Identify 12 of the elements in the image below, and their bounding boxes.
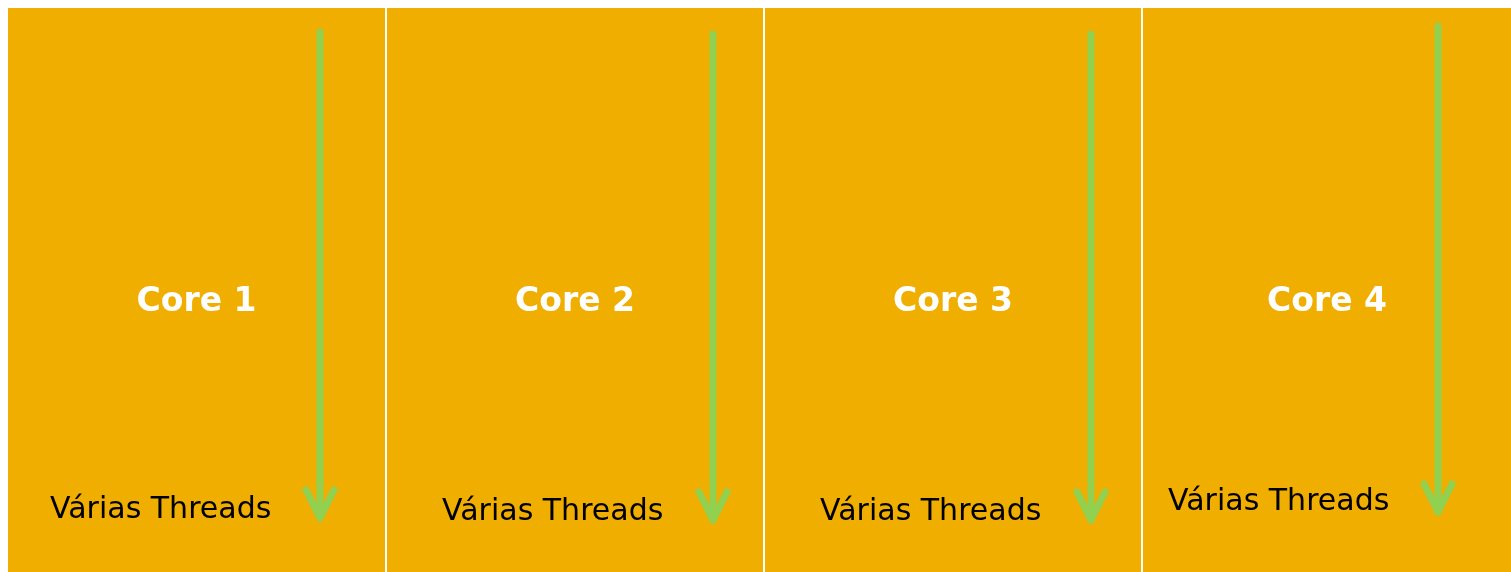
core-title: Core 4 bbox=[1267, 280, 1387, 319]
core-panel bbox=[1143, 8, 1511, 572]
threads-label: Várias Threads bbox=[50, 490, 272, 525]
core-panel bbox=[387, 8, 763, 572]
core-title: Core 3 bbox=[893, 280, 1013, 319]
threads-label: Várias Threads bbox=[820, 492, 1042, 527]
threads-label: Várias Threads bbox=[442, 492, 664, 527]
core-panel bbox=[765, 8, 1141, 572]
core-title: Core 1 bbox=[136, 280, 257, 319]
core-title: Core 2 bbox=[515, 280, 635, 319]
threads-label: Várias Threads bbox=[1168, 482, 1390, 517]
core-panel bbox=[8, 8, 385, 572]
